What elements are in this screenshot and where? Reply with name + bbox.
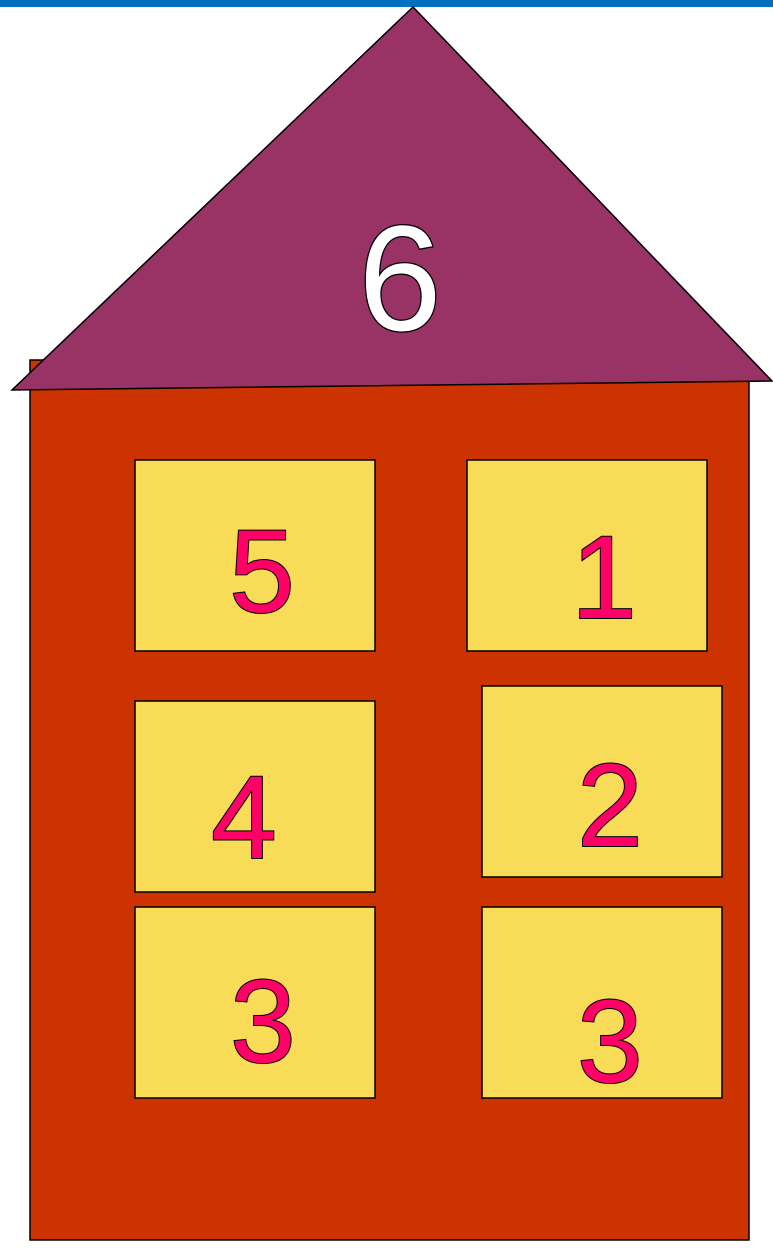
window-3-number: 4 bbox=[211, 752, 277, 884]
window-3: 4 bbox=[135, 701, 375, 892]
window-6: 3 bbox=[482, 907, 722, 1108]
window-5: 3 bbox=[135, 907, 375, 1098]
window-1: 5 bbox=[135, 460, 375, 651]
window-4-number: 2 bbox=[577, 740, 643, 872]
roof-number: 6 bbox=[358, 194, 441, 362]
window-6-number: 3 bbox=[577, 976, 643, 1108]
window-4: 2 bbox=[482, 686, 722, 877]
window-5-number: 3 bbox=[230, 956, 296, 1088]
window-1-number: 5 bbox=[229, 506, 295, 638]
window-2: 1 bbox=[467, 460, 707, 651]
window-2-number: 1 bbox=[571, 512, 637, 644]
